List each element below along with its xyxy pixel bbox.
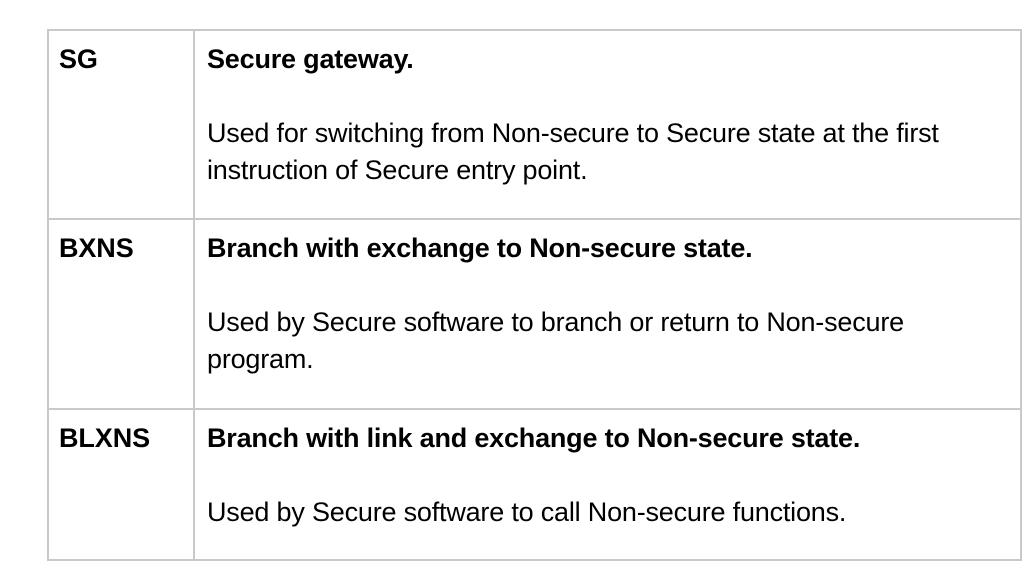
- mnemonic-cell: BLXNS: [47, 408, 195, 561]
- mnemonic-label: BLXNS: [59, 423, 151, 453]
- mnemonic-label: SG: [59, 44, 98, 74]
- description-cell: Branch with link and exchange to Non-sec…: [193, 408, 1022, 561]
- description-cell: Secure gateway. Used for switching from …: [193, 29, 1022, 220]
- table-row: BLXNS Branch with link and exchange to N…: [47, 408, 1022, 561]
- description-title: Secure gateway.: [207, 44, 414, 74]
- description-title: Branch with exchange to Non-secure state…: [207, 233, 753, 263]
- table-body: SG Secure gateway. Used for switching fr…: [47, 29, 1022, 561]
- description-body: Used by Secure software to call Non-secu…: [207, 497, 847, 527]
- description-body: Used for switching from Non-secure to Se…: [207, 118, 939, 185]
- table-row: SG Secure gateway. Used for switching fr…: [47, 29, 1022, 220]
- description-body: Used by Secure software to branch or ret…: [207, 307, 904, 374]
- description-title: Branch with link and exchange to Non-sec…: [207, 423, 861, 453]
- description-cell: Branch with exchange to Non-secure state…: [193, 218, 1022, 410]
- table-row: BXNS Branch with exchange to Non-secure …: [47, 218, 1022, 410]
- mnemonic-cell: BXNS: [47, 218, 195, 410]
- mnemonic-cell: SG: [47, 29, 195, 220]
- instruction-table: SG Secure gateway. Used for switching fr…: [47, 29, 1022, 561]
- mnemonic-label: BXNS: [59, 233, 134, 263]
